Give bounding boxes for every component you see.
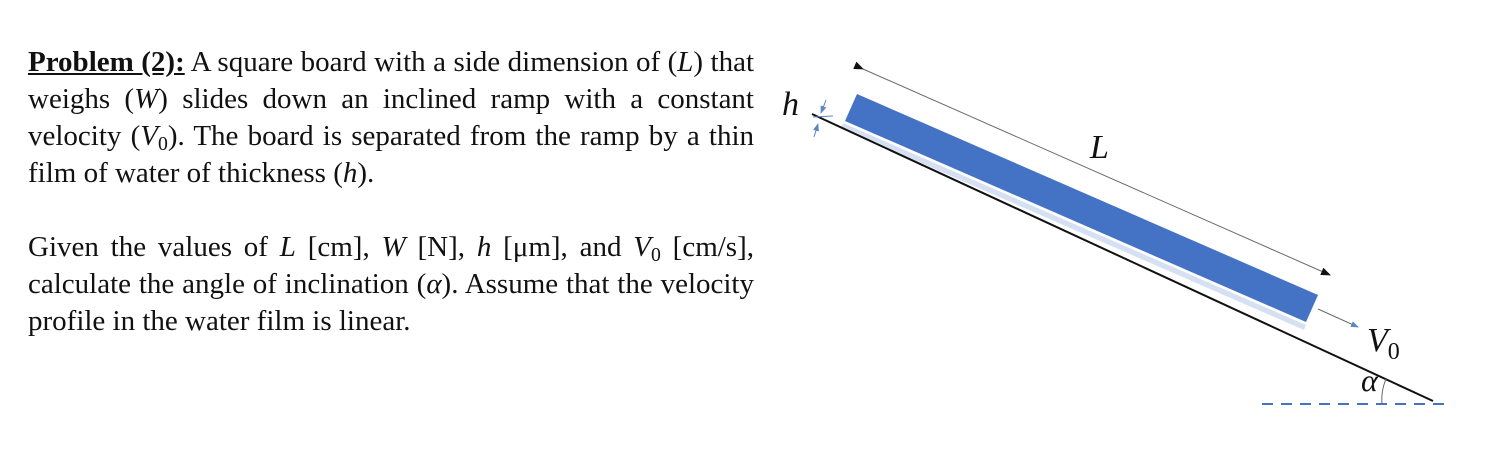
variable-h: h	[476, 231, 492, 263]
text-segment: ) that weighs (	[28, 46, 755, 115]
h-arrow-bottom	[813, 123, 819, 138]
text-segment: ). Assume that the velocity profile in t…	[28, 268, 754, 337]
subscript-0: 0	[651, 243, 661, 266]
h-extension-line-top	[812, 115, 834, 118]
problem-label: Problem (2):	[28, 46, 185, 78]
text-segment: [cm/s], calculate the angle of inclinati…	[28, 231, 754, 300]
velocity-arrow	[1317, 308, 1359, 328]
variable-W: W	[134, 83, 159, 115]
board	[845, 94, 1318, 322]
length-dimension-arrow	[853, 61, 1331, 276]
text-segment: ).	[357, 157, 375, 189]
variable-W: W	[381, 231, 406, 263]
subscript-0: 0	[157, 132, 168, 155]
variable-V: V	[140, 120, 158, 152]
L-label: L	[1089, 129, 1109, 166]
ramp-line	[811, 113, 1434, 402]
angle-arc	[1381, 378, 1387, 405]
variable-V: V	[633, 231, 651, 263]
text-segment: [μm], and	[491, 231, 634, 263]
variable-alpha: α	[426, 268, 442, 300]
diagram-svg: h L V0 α	[782, 61, 1446, 405]
text-segment: [cm],	[295, 231, 382, 263]
variable-L: L	[279, 231, 296, 263]
water-film	[841, 123, 1306, 330]
variable-h: h	[342, 157, 358, 189]
paragraph-2: Given the values of L [cm], W [N], h [μm…	[28, 229, 754, 340]
text-segment: Given the values of	[28, 231, 280, 263]
text-segment: A square board with a side dimension of …	[184, 46, 678, 78]
inclined-board-diagram: h L V0 α	[760, 40, 1480, 440]
problem-statement: Problem (2): A square board with a side …	[28, 44, 754, 340]
h-label: h	[782, 86, 799, 123]
text-segment: ). The board is separated from the ramp …	[28, 120, 755, 189]
paragraph-1: Problem (2): A square board with a side …	[28, 44, 754, 192]
V-subscript: 0	[1388, 339, 1400, 365]
text-segment: ) slides down an inclined ramp with a co…	[28, 83, 754, 152]
V0-label: V0	[1367, 322, 1400, 365]
text-segment: [N],	[405, 231, 477, 263]
variable-L: L	[677, 46, 694, 78]
h-arrow-top	[820, 99, 827, 114]
alpha-label: α	[1361, 362, 1379, 398]
